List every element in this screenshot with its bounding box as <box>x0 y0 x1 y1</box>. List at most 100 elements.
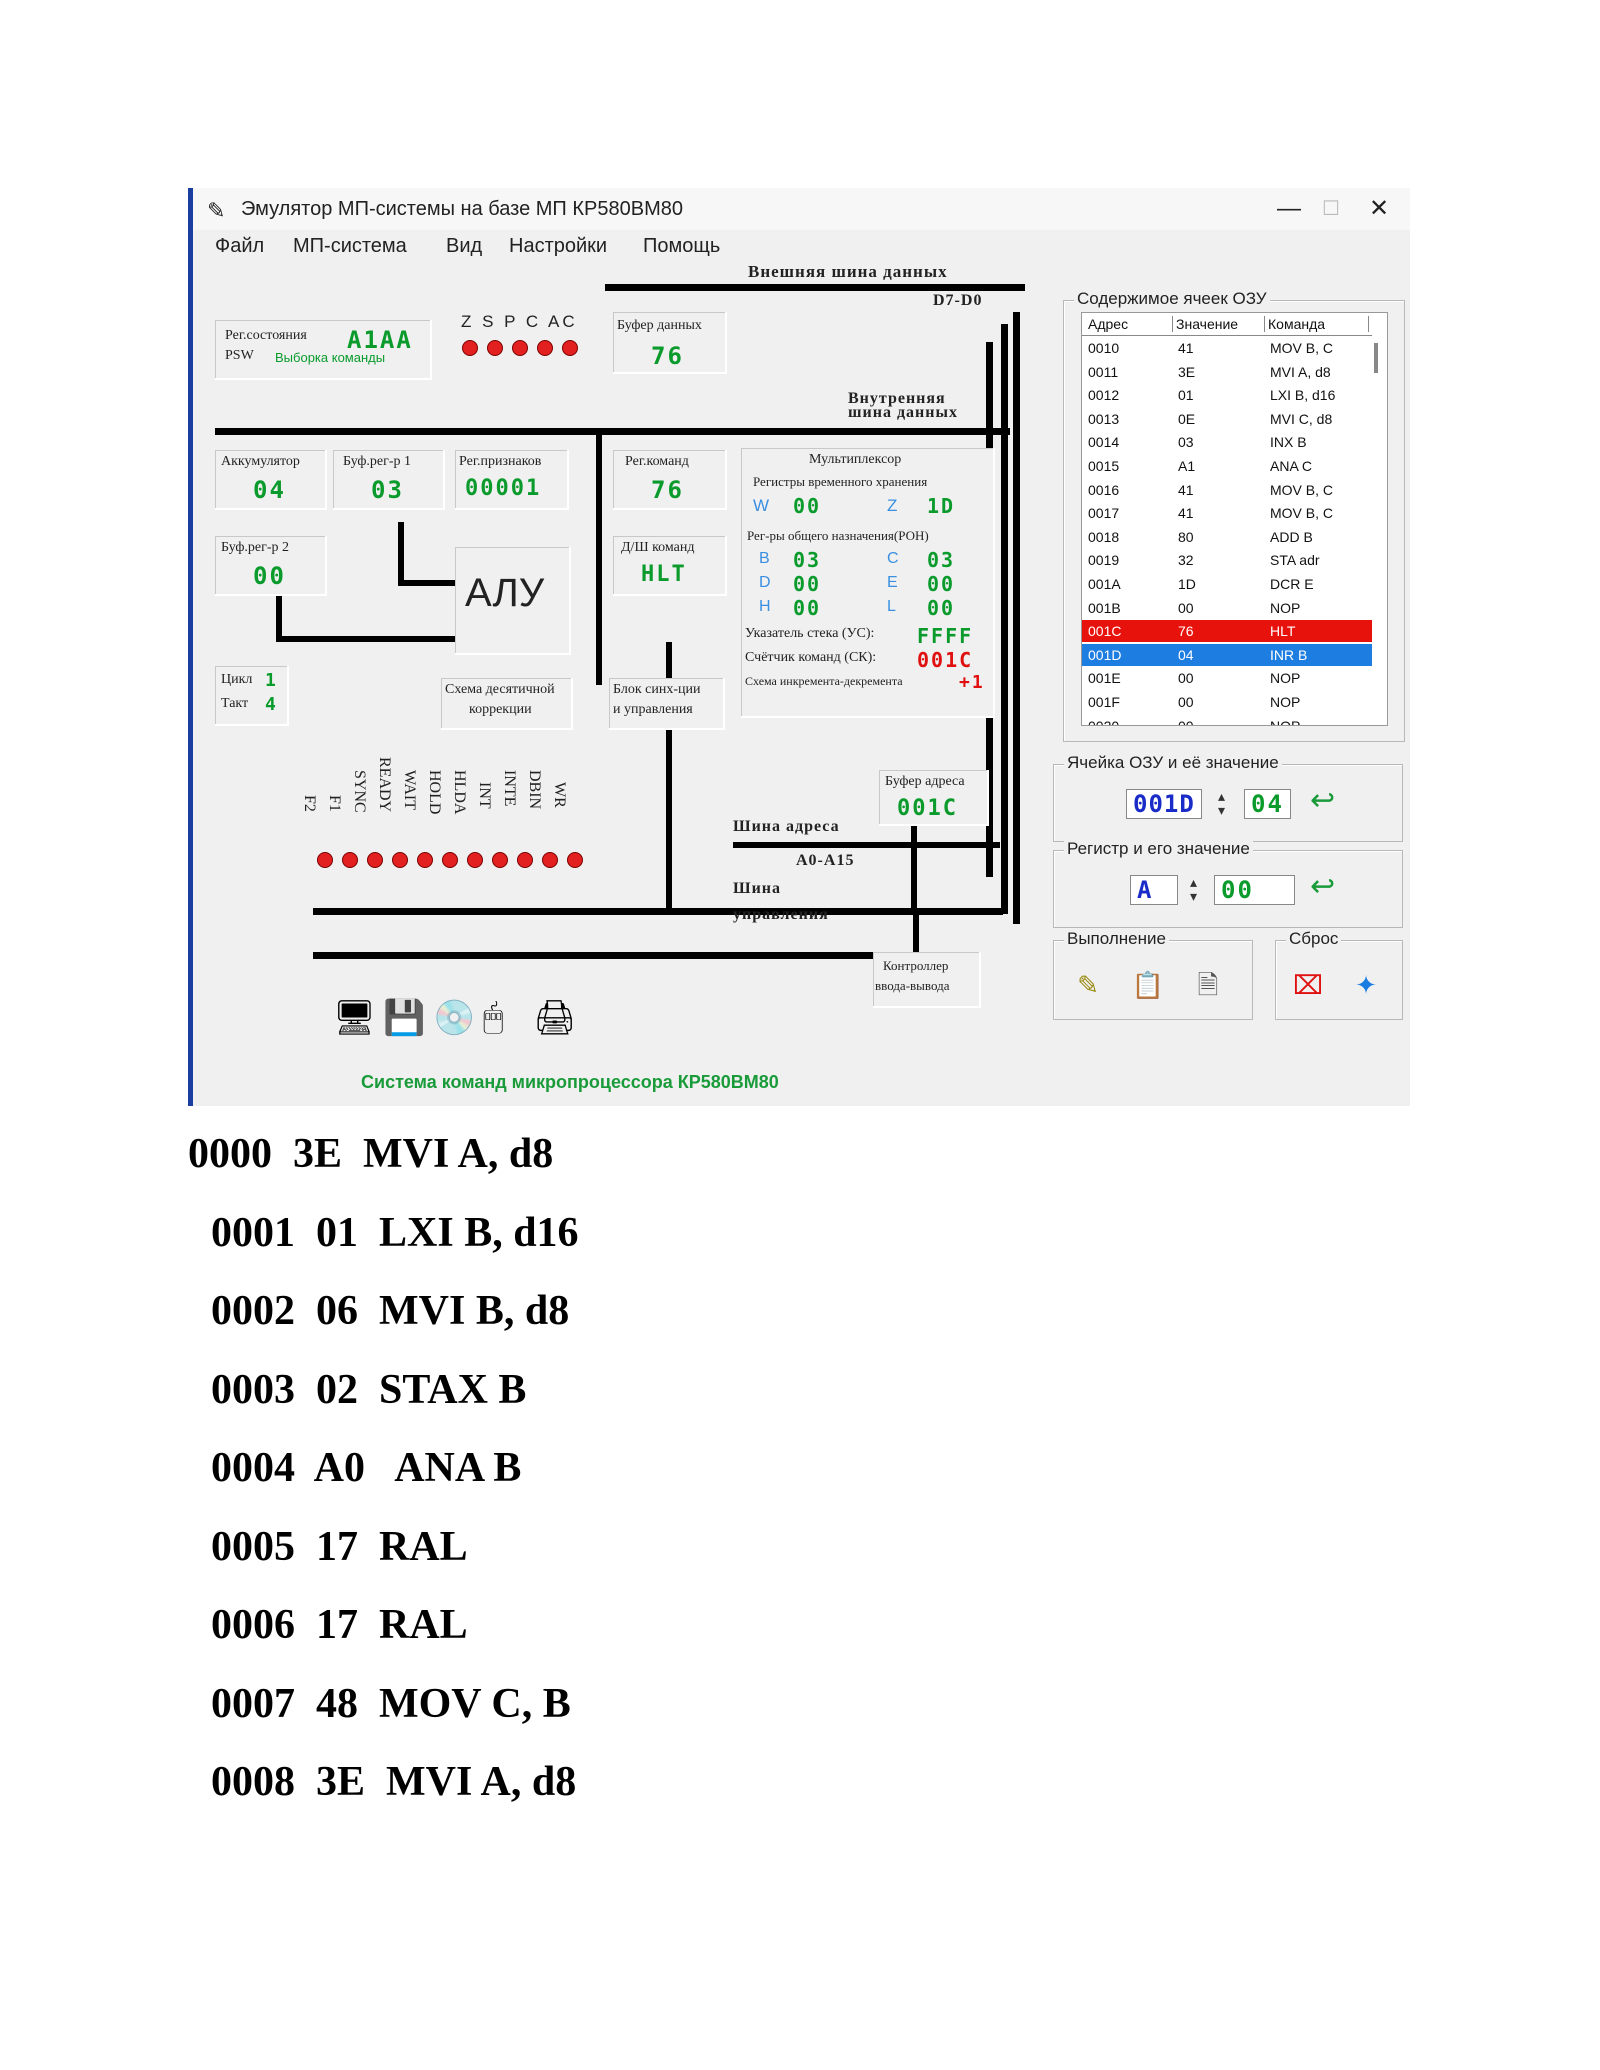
cmd-reg-label: Рег.команд <box>625 454 689 469</box>
ram-cell-address-input[interactable]: 001D <box>1126 789 1202 819</box>
ram-cell-apply-icon[interactable]: ↩ <box>1310 784 1336 817</box>
ram-cell-address: 001D <box>1088 646 1122 663</box>
ram-header-address[interactable]: Адрес <box>1088 316 1173 332</box>
ram-cell-value-input[interactable]: 04 <box>1244 789 1291 819</box>
ram-cell-value: 3E <box>1178 363 1196 380</box>
reg-c-label: C <box>887 550 899 567</box>
sync-to-control-line <box>666 730 672 908</box>
ram-cell-value: 80 <box>1178 528 1194 545</box>
data-buffer-label: Буфер данных <box>617 318 702 333</box>
maximize-button[interactable]: ☐ <box>1322 198 1340 220</box>
listing-line: 0001 01 LXI B, d16 <box>211 1209 579 1256</box>
int-bus-label-1: Внутренняя <box>848 390 946 407</box>
register-spinner[interactable]: ▴▾ <box>1190 874 1198 904</box>
ram-cell-value: 03 <box>1178 434 1194 451</box>
menu-bar: Файл МП-система Вид Настройки Помощь <box>193 230 1410 262</box>
listing-line: 0004 A0 ANA B <box>211 1445 522 1491</box>
storage-icon: 💾 <box>383 999 426 1037</box>
ram-cell-address: 0015 <box>1088 458 1120 474</box>
ram-cell-value: 41 <box>1178 505 1194 522</box>
register-value-input[interactable]: 00 <box>1214 875 1295 905</box>
listing-line: 0008 3E MVI A, d8 <box>211 1759 577 1805</box>
step-icon[interactable]: 📋 <box>1131 970 1165 1000</box>
title-bar: ✎ Эмулятор МП-системы на базе МП КР580ВМ… <box>193 188 1410 230</box>
register-apply-icon[interactable]: ↩ <box>1310 870 1336 903</box>
cycle-value: 1 <box>265 670 278 691</box>
ram-header-value[interactable]: Значение <box>1176 316 1265 332</box>
signal-dbin: DBIN <box>526 770 543 810</box>
menu-view[interactable]: Вид <box>446 235 483 257</box>
io-controller: Контроллер ввода-вывода <box>873 952 981 1008</box>
ram-cell-value: 76 <box>1178 623 1194 640</box>
alu-label: АЛУ <box>465 571 545 615</box>
ram-cell-value: 41 <box>1178 340 1194 356</box>
ram-cell-command: MVI A, d8 <box>1270 363 1331 380</box>
reg-h-label: H <box>759 598 771 615</box>
ram-header-command[interactable]: Команда <box>1268 316 1369 332</box>
reg-d-value: 00 <box>793 572 822 596</box>
ram-panel: Содержимое ячеек ОЗУ <box>1063 289 1405 742</box>
flag-led-z <box>462 340 478 356</box>
command-register: Рег.команд 76 <box>613 450 727 510</box>
ram-cell-command: NOP <box>1270 670 1301 687</box>
reset-memory-icon[interactable]: ⌧ <box>1293 970 1323 1000</box>
register-select[interactable]: A <box>1130 875 1179 905</box>
signal-hlda: HLDA <box>451 770 468 815</box>
tact-value: 4 <box>265 694 278 715</box>
signal-led-hold <box>442 852 458 868</box>
decoder-value: HLT <box>641 562 687 587</box>
address-bus <box>733 842 1000 848</box>
menu-settings[interactable]: Настройки <box>509 235 608 257</box>
close-button[interactable]: ✕ <box>1368 195 1390 222</box>
footer-link[interactable]: Система команд микропроцессора КР580ВМ80 <box>361 1072 779 1092</box>
reg-h-value: 00 <box>793 596 822 620</box>
menu-mp-system[interactable]: МП-система <box>293 235 407 257</box>
reg-e-label: E <box>887 574 898 591</box>
cycle-tact: Цикл 1 Такт 4 <box>215 666 289 726</box>
reset-registers-icon[interactable]: ✦ <box>1355 970 1377 1000</box>
drive-icon: 💿 <box>433 999 476 1037</box>
ram-table-header: Адрес Значение Команда <box>1082 313 1372 336</box>
ram-cell-command: MVI C, d8 <box>1270 410 1333 427</box>
stop-icon[interactable]: 🗎 <box>1197 970 1219 1000</box>
listing-line: 0007 48 MOV C, B <box>211 1680 571 1727</box>
ram-scrollbar-thumb[interactable] <box>1374 343 1378 373</box>
ram-cell-command: MOV B, C <box>1270 481 1334 498</box>
ram-cell-command: ADD B <box>1270 528 1313 545</box>
bus-right-vertical-2 <box>1001 324 1008 914</box>
minimize-button[interactable]: — <box>1277 195 1301 222</box>
run-icon[interactable]: ✎ <box>1077 970 1099 1000</box>
io-label-1: Контроллер <box>883 958 949 973</box>
decimal-label-2: коррекции <box>469 702 532 717</box>
emulator-window: ✎ Эмулятор МП-системы на базе МП КР580ВМ… <box>188 188 1410 1106</box>
addr-buf-label: Буфер адреса <box>885 774 965 789</box>
listing-line: 0005 17 RAL <box>211 1523 468 1570</box>
reg-l-label: L <box>887 598 896 615</box>
ram-cell-address: 001F <box>1088 694 1120 710</box>
data-buffer: Буфер данных 76 <box>613 312 727 374</box>
menu-file[interactable]: Файл <box>215 235 265 257</box>
menu-help[interactable]: Помощь <box>643 235 721 257</box>
ram-cell-command: MOV B, C <box>1270 340 1334 356</box>
listing-line: 0006 17 RAL <box>211 1602 468 1648</box>
ram-cell-spinner[interactable]: ▴▾ <box>1218 788 1226 818</box>
incdec-value: +1 <box>959 672 985 693</box>
